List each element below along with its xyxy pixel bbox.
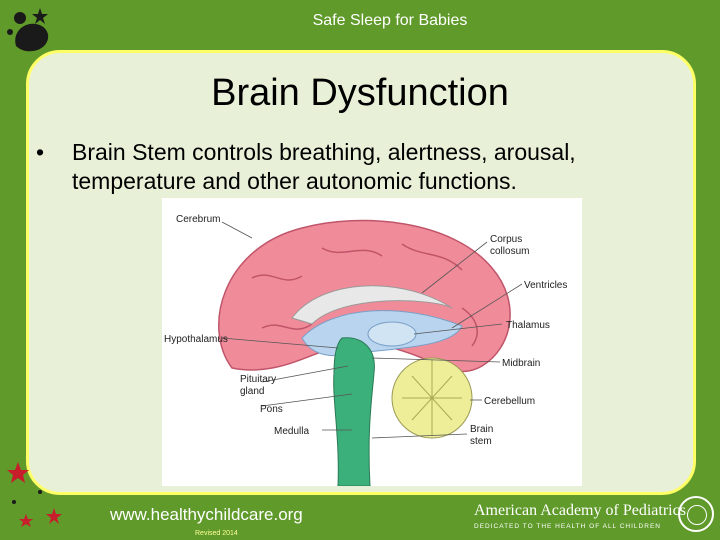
label-cerebellum: Cerebellum: [484, 396, 535, 407]
label-midbrain: Midbrain: [502, 358, 540, 369]
label-hypothalamus: Hypothalamus: [164, 334, 228, 345]
slide-title: Brain Dysfunction: [211, 72, 509, 114]
brain-diagram: Cerebrum Corpus collosum Ventricles Thal…: [162, 198, 582, 486]
label-pons: Pons: [260, 404, 283, 415]
org-name: American Academy of Pediatrics: [474, 502, 686, 519]
corpus-callosum-shape: [291, 285, 453, 325]
label-thalamus: Thalamus: [506, 320, 550, 331]
revised-note: Revised 2014: [195, 530, 238, 537]
baby-logo-icon: [7, 8, 49, 52]
org-tagline: DEDICATED TO THE HEALTH OF ALL CHILDREN: [474, 523, 661, 530]
label-corpus-1: Corpus: [490, 234, 522, 245]
label-pituitary-1: Pituitary: [240, 374, 276, 385]
website-link[interactable]: www.healthychildcare.org: [110, 505, 303, 524]
label-corpus-2: collosum: [490, 246, 529, 257]
header-title: Safe Sleep for Babies: [312, 12, 468, 29]
thalamus-shape: [367, 321, 417, 347]
stars-decoration-icon: [7, 462, 62, 527]
label-ventricles: Ventricles: [524, 280, 567, 291]
label-brainstem-1: Brain: [470, 424, 493, 435]
label-medulla: Medulla: [274, 426, 309, 437]
brain-stem-shape: [333, 337, 375, 486]
aap-seal-icon: [678, 496, 714, 532]
bullet-text: Brain Stem controls breathing, alertness…: [72, 139, 576, 194]
label-pituitary-2: gland: [240, 386, 264, 397]
bullet-dot-icon: •: [36, 139, 45, 165]
label-brainstem-2: stem: [470, 436, 492, 447]
label-cerebrum: Cerebrum: [176, 214, 220, 225]
